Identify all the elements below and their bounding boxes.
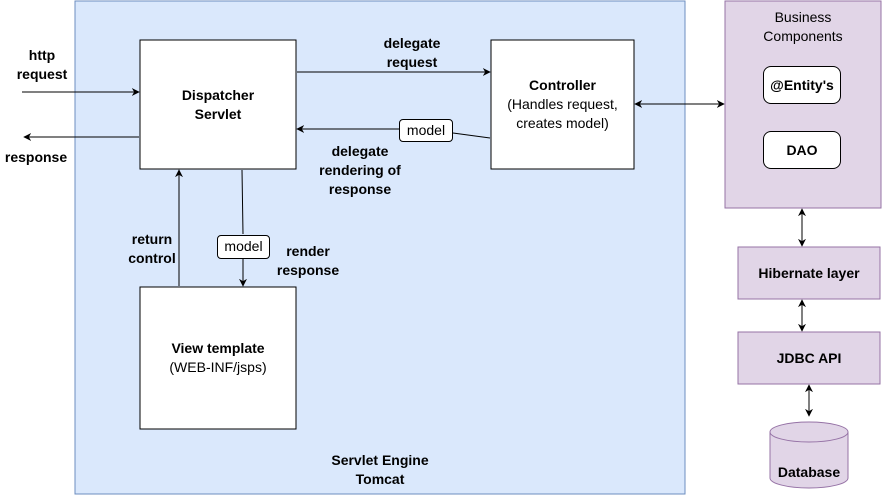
controller-label: Controller (Handles request, creates mod… xyxy=(491,40,634,169)
jdbc-api-box xyxy=(737,331,881,385)
delegate-rendering-label: delegate rendering of response xyxy=(319,143,401,197)
http-request-label: http request xyxy=(16,47,68,82)
jdbc-api-label: JDBC API xyxy=(776,349,842,366)
database-cylinder xyxy=(769,421,849,489)
view-template-title: View template xyxy=(171,340,265,356)
view-template-subtitle: (WEB-INF/jsps) xyxy=(169,359,267,375)
entity-box: @Entity's xyxy=(763,66,841,104)
delegate-rendering-arrow xyxy=(297,129,491,139)
hibernate-layer-box xyxy=(737,246,881,300)
model-tag-view: model xyxy=(217,235,270,259)
hibernate-layer-label: Hibernate layer xyxy=(758,264,860,281)
controller-title: Controller xyxy=(529,77,596,93)
controller-subtitle: (Handles request, creates model) xyxy=(507,96,618,131)
business-components-container xyxy=(724,0,882,209)
view-template-box xyxy=(139,286,297,430)
dispatcher-servlet-title: Dispatcher Servlet xyxy=(181,86,255,122)
servlet-engine-label: Servlet Engine Tomcat xyxy=(331,452,429,487)
return-control-label: return control xyxy=(128,231,176,266)
view-template-label: View template (WEB-INF/jsps) xyxy=(140,287,296,429)
dispatcher-servlet-box xyxy=(139,39,297,170)
render-response-arrow xyxy=(242,169,243,286)
database-label: Database xyxy=(777,464,841,480)
response-label: response xyxy=(4,149,68,165)
delegate-request-label: delegate request xyxy=(383,35,441,70)
dao-box: DAO xyxy=(763,131,841,169)
model-tag-controller: model xyxy=(399,119,453,142)
render-response-label: render response xyxy=(276,243,340,278)
business-components-title: Business Components xyxy=(763,9,843,44)
controller-box xyxy=(490,39,635,170)
